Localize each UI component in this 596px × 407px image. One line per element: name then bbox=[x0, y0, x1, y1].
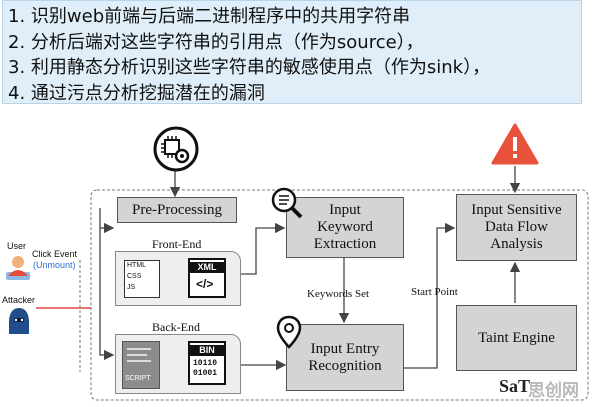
xml-file-icon: XML </> bbox=[188, 258, 226, 298]
location-pin-icon bbox=[276, 315, 302, 349]
bin-file-icon: BIN 10110 01001 bbox=[188, 341, 226, 385]
html-file-label: HTML bbox=[127, 262, 147, 269]
backend-label: Back-End bbox=[152, 320, 200, 334]
click-event-label: Click Event bbox=[32, 249, 78, 259]
step-3: 3. 利用静态分析识别这些字符串的敏感使用点（作为sink）， bbox=[8, 57, 491, 78]
bin-bits-2: 01001 bbox=[193, 369, 218, 378]
sink-line-3: Analysis bbox=[490, 236, 543, 252]
web-files-icon: HTML CSS JS bbox=[124, 260, 160, 298]
warning-icon bbox=[491, 123, 539, 165]
start-point-label: Start Point bbox=[411, 286, 458, 298]
script-file-label: SCRIPT bbox=[125, 375, 151, 382]
user-label: User bbox=[7, 241, 27, 251]
step-2: 2. 分析后端对这些字符串的引用点（作为source）， bbox=[8, 31, 424, 53]
keyword-extraction-box: Input Keyword Extraction bbox=[286, 197, 404, 258]
bin-bits-1: 10110 bbox=[193, 359, 218, 368]
sensitive-dataflow-box: Input Sensitive Data Flow Analysis bbox=[456, 194, 577, 261]
entry-recognition-box: Input Entry Recognition bbox=[286, 324, 404, 391]
entry-line-1: Input Entry bbox=[310, 340, 380, 357]
script-file-icon: SCRIPT bbox=[122, 341, 160, 389]
sink-line-1: Input Sensitive bbox=[471, 202, 562, 218]
keyword-line-3: Extraction bbox=[313, 236, 377, 252]
preprocessing-box: Pre-Processing bbox=[117, 197, 237, 223]
taint-engine-box: Taint Engine bbox=[456, 305, 577, 371]
watermark-cn: 思创网 bbox=[528, 381, 579, 401]
keyword-line-1: Input bbox=[329, 202, 361, 218]
step-1: 1. 识别web前端与后端二进制程序中的共用字符串 bbox=[8, 6, 411, 27]
attacker-label: Attacker bbox=[2, 295, 36, 305]
preprocessing-label: Pre-Processing bbox=[132, 201, 222, 218]
steps-panel: 1. 识别web前端与后端二进制程序中的共用字符串 2. 分析后端对这些字符串的… bbox=[2, 0, 582, 104]
step-4: 4. 通过污点分析挖掘潜在的漏洞 bbox=[8, 82, 265, 104]
xml-file-label: XML bbox=[190, 262, 224, 273]
js-file-label: JS bbox=[127, 284, 136, 291]
keywords-set-label: Keywords Set bbox=[307, 288, 370, 300]
keyword-line-2: Keyword bbox=[317, 219, 373, 235]
xml-code-symbol: </> bbox=[196, 277, 214, 291]
watermark-sat: SaT bbox=[499, 376, 531, 396]
unmount-label: (Unmount) bbox=[33, 260, 76, 270]
entry-line-2: Recognition bbox=[308, 357, 382, 374]
magnifier-icon bbox=[271, 187, 303, 219]
bin-file-label: BIN bbox=[190, 345, 224, 356]
backend-files-box: SCRIPT BIN 10110 01001 bbox=[115, 334, 241, 394]
chip-gear-icon bbox=[153, 126, 199, 172]
user-icon bbox=[6, 256, 30, 280]
attacker-icon bbox=[9, 308, 29, 334]
sink-line-2: Data Flow bbox=[485, 219, 548, 235]
frontend-files-box: HTML CSS JS XML </> bbox=[115, 251, 241, 306]
css-file-label: CSS bbox=[127, 273, 142, 280]
frontend-label: Front-End bbox=[152, 237, 202, 251]
taint-engine-label: Taint Engine bbox=[478, 329, 555, 346]
